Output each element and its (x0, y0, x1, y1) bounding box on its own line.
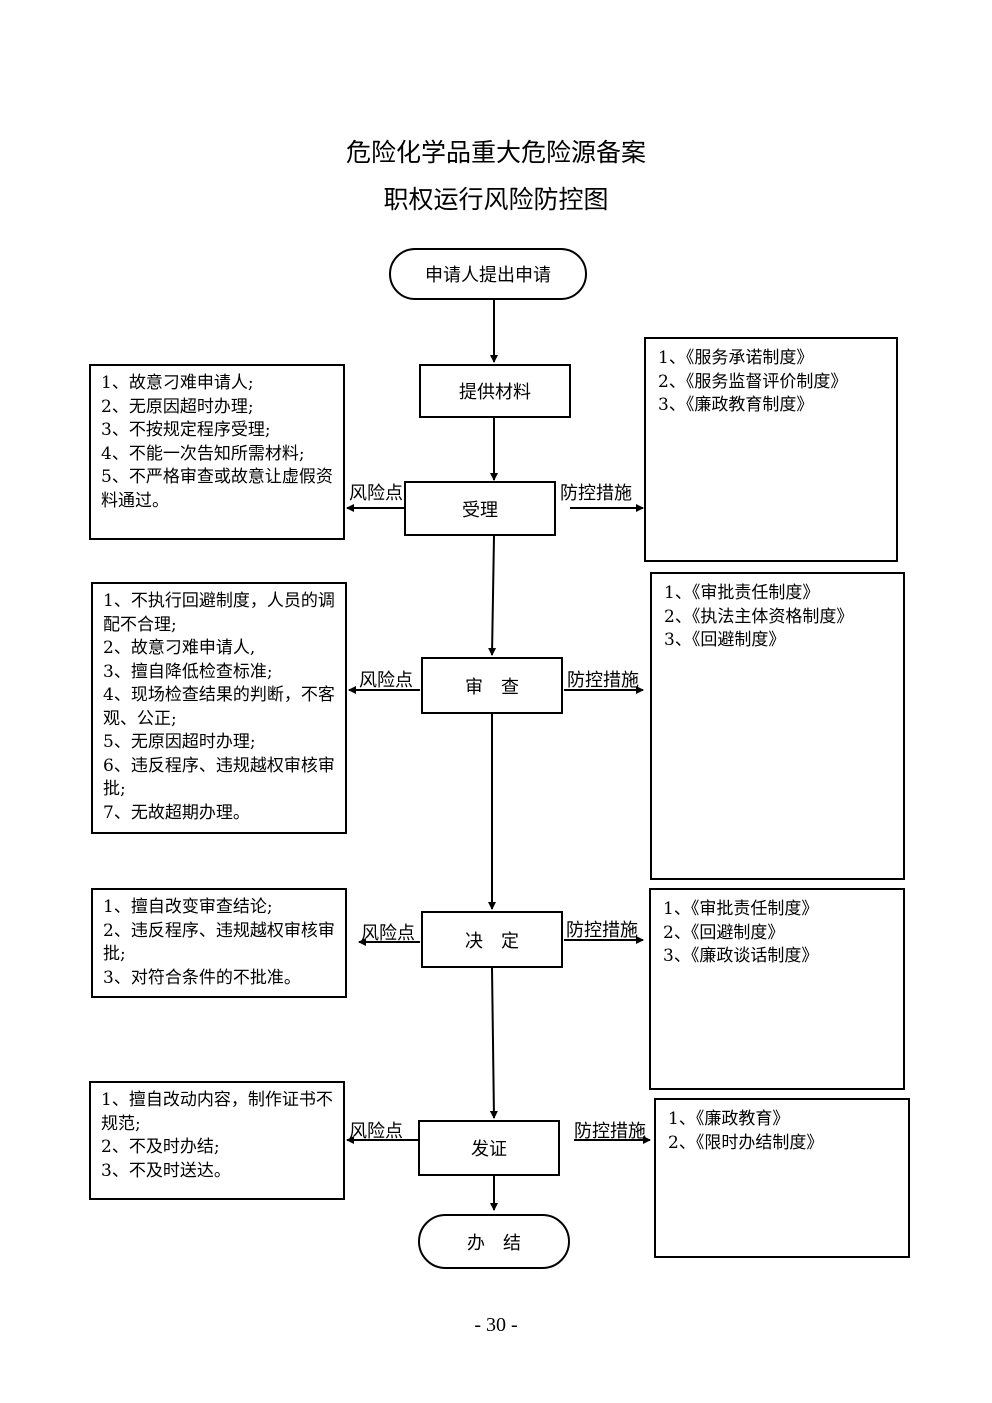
risk-box-decide: 1、擅自改变审查结论; 2、违反程序、违规越权审核审批; 3、对符合条件的不批准… (91, 888, 347, 998)
risk-item: 1、不执行回避制度，人员的调配不合理; (103, 591, 335, 635)
risk-item: 2、违反程序、违规越权审核审批; (103, 920, 335, 965)
node-decide: 决 定 (421, 911, 563, 968)
node-end: 办 结 (418, 1214, 570, 1269)
control-label-review: 防控措施 (567, 670, 639, 691)
control-label-accept: 防控措施 (560, 483, 632, 504)
control-box-review: 1、《审批责任制度》 2、《执法主体资格制度》 3、《回避制度》 (650, 572, 905, 880)
node-materials: 提供材料 (419, 364, 571, 418)
risk-item: 4、不能一次告知所需材料; (101, 443, 305, 464)
control-item: 1、《廉政教育》 (668, 1109, 790, 1129)
risk-item: 5、无原因超时办理; (103, 732, 256, 752)
node-start: 申请人提出申请 (389, 248, 587, 300)
control-item: 1、《审批责任制度》 (663, 899, 819, 919)
control-item: 2、《回避制度》 (663, 922, 785, 943)
control-item: 2、《服务监督评价制度》 (658, 371, 848, 392)
risk-box-accept: 1、故意刁难申请人; 2、无原因超时办理; 3、不按规定程序受理; 4、不能一次… (89, 364, 345, 540)
control-label-decide: 防控措施 (566, 920, 638, 941)
control-item: 2、《执法主体资格制度》 (664, 606, 854, 627)
control-box-certify: 1、《廉政教育》 2、《限时办结制度》 (654, 1098, 910, 1258)
risk-item: 3、对符合条件的不批准。 (103, 967, 301, 988)
risk-label-accept: 风险点 (349, 483, 403, 504)
risk-label-decide: 风险点 (361, 923, 415, 944)
risk-label-review: 风险点 (359, 670, 413, 691)
risk-label-certify: 风险点 (349, 1121, 403, 1142)
risk-item: 3、不按规定程序受理; (101, 420, 271, 440)
risk-item: 1、故意刁难申请人; (101, 373, 254, 393)
risk-item: 3、不及时送达。 (101, 1160, 231, 1181)
risk-box-review: 1、不执行回避制度，人员的调配不合理; 2、故意刁难申请人, 3、擅自降低检查标… (91, 582, 347, 834)
title-line-1: 危险化学品重大危险源备案 (345, 138, 646, 167)
page-number: - 30 - (474, 1314, 518, 1336)
title-line-2: 职权运行风险防控图 (383, 185, 609, 214)
risk-item: 1、擅自改动内容，制作证书不规范; (101, 1090, 333, 1134)
control-label-certify: 防控措施 (574, 1121, 646, 1142)
risk-item: 2、无原因超时办理; (101, 396, 254, 417)
control-box-accept: 1、《服务承诺制度》 2、《服务监督评价制度》 3、《廉政教育制度》 (644, 337, 898, 562)
arrow-accept-to-review (488, 535, 497, 656)
control-item: 1、《审批责任制度》 (664, 583, 820, 603)
risk-item: 3、擅自降低检查标准; (103, 661, 273, 682)
control-item: 2、《限时办结制度》 (668, 1132, 824, 1153)
risk-box-certify: 1、擅自改动内容，制作证书不规范; 2、不及时办结; 3、不及时送达。 (89, 1081, 345, 1200)
node-accept: 受理 (404, 481, 556, 536)
risk-item: 7、无故超期办理。 (103, 802, 250, 823)
node-review: 审 查 (421, 657, 563, 714)
risk-item: 1、擅自改变审查结论; (103, 897, 273, 917)
risk-item: 4、现场检查结果的判断，不客观、公正; (103, 685, 335, 729)
risk-item: 2、故意刁难申请人, (103, 638, 256, 658)
control-item: 3、《回避制度》 (664, 630, 786, 650)
risk-item: 2、不及时办结; (101, 1137, 220, 1157)
risk-item: 5、不严格审查或故意让虚假资料通过。 (101, 467, 333, 511)
arrow-decide-to-certify (489, 967, 498, 1119)
control-box-decide: 1、《审批责任制度》 2、《回避制度》 3、《廉政谈话制度》 (649, 888, 905, 1090)
node-certify: 发证 (418, 1120, 560, 1176)
risk-item: 6、违反程序、违规越权审核审批; (103, 755, 335, 800)
control-item: 3、《廉政谈话制度》 (663, 946, 819, 966)
control-item: 1、《服务承诺制度》 (658, 348, 814, 368)
control-item: 3、《廉政教育制度》 (658, 395, 814, 415)
